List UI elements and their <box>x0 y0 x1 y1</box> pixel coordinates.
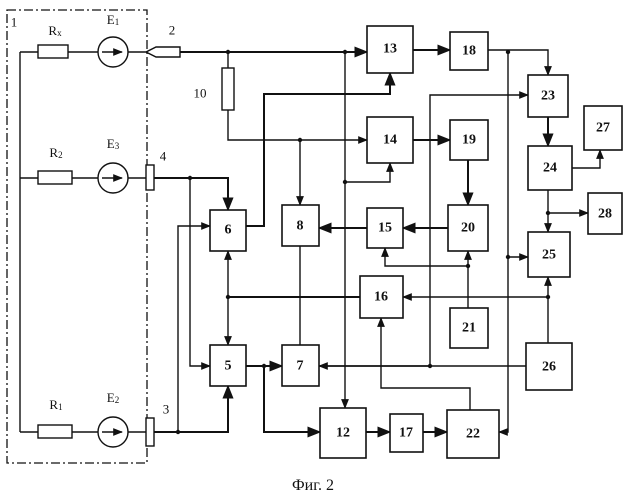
block-19: 19 <box>450 120 488 160</box>
wire-to-23 <box>300 95 528 366</box>
svg-text:6: 6 <box>225 223 232 238</box>
block-17: 17 <box>390 414 423 452</box>
wire-10-to-14 <box>228 110 367 140</box>
svg-text:7: 7 <box>297 359 304 374</box>
svg-text:15: 15 <box>378 221 392 236</box>
r1-label: R1 <box>49 397 62 413</box>
e3-label: E3 <box>107 136 120 152</box>
svg-text:16: 16 <box>374 290 388 305</box>
wire-24-to-27 <box>572 150 600 168</box>
wire-bus-to-14 <box>345 163 390 182</box>
r2-label: R2 <box>49 145 62 161</box>
label-1: 1 <box>11 15 18 30</box>
svg-text:14: 14 <box>383 133 397 148</box>
block-20: 20 <box>448 205 488 251</box>
resistor-rx <box>38 45 68 58</box>
block-15: 15 <box>367 208 403 248</box>
label-3: 3 <box>163 402 170 417</box>
block-27: 27 <box>584 106 622 150</box>
block-5: 5 <box>210 345 246 386</box>
block-16: 16 <box>360 276 403 318</box>
block-6: 6 <box>210 210 246 251</box>
svg-text:28: 28 <box>598 207 612 222</box>
wire-sensor3-to-6 <box>178 226 210 432</box>
block-13: 13 <box>367 26 413 73</box>
label-4: 4 <box>160 149 167 164</box>
svg-text:21: 21 <box>462 321 476 336</box>
svg-text:26: 26 <box>542 360 556 375</box>
svg-text:12: 12 <box>336 426 350 441</box>
svg-text:18: 18 <box>462 44 476 59</box>
svg-text:5: 5 <box>225 359 232 374</box>
block-12: 12 <box>320 408 366 458</box>
block-8: 8 <box>282 205 319 246</box>
svg-text:23: 23 <box>541 89 555 104</box>
resistor-r1 <box>38 425 72 438</box>
block-26: 26 <box>526 343 572 390</box>
block-7: 7 <box>282 345 319 386</box>
element-10 <box>222 68 234 110</box>
block-21: 21 <box>450 308 488 348</box>
block-22: 22 <box>447 410 499 458</box>
block-25: 25 <box>528 232 570 277</box>
wire-sensor4-to-5 <box>190 178 210 366</box>
label-2: 2 <box>169 23 176 38</box>
resistor-r2 <box>38 171 72 184</box>
block-23: 23 <box>528 75 568 117</box>
wire-sensor4-to-6 <box>154 178 228 210</box>
block-14: 14 <box>367 117 413 163</box>
e2-label: E2 <box>107 390 119 406</box>
svg-text:25: 25 <box>542 248 556 263</box>
sensor-4-element <box>146 165 154 190</box>
figure-caption: Фиг. 2 <box>292 477 334 494</box>
label-10: 10 <box>194 86 207 101</box>
wire-18-to-23 <box>488 50 548 75</box>
wire-to-22 <box>499 52 508 432</box>
sensor-3-element <box>146 418 154 446</box>
e1-label: E1 <box>107 12 119 28</box>
svg-text:13: 13 <box>383 42 397 57</box>
svg-text:20: 20 <box>461 221 475 236</box>
svg-text:22: 22 <box>466 427 480 442</box>
svg-text:17: 17 <box>399 426 413 441</box>
block-24: 24 <box>528 146 572 190</box>
rx-label: Rx <box>48 23 62 39</box>
svg-text:19: 19 <box>462 133 476 148</box>
svg-text:8: 8 <box>297 219 304 234</box>
svg-text:24: 24 <box>543 161 557 176</box>
svg-text:27: 27 <box>596 121 610 136</box>
block-28: 28 <box>588 193 622 234</box>
sensor-2-connector <box>128 47 180 57</box>
sensor-enclosure <box>7 10 147 463</box>
block-18: 18 <box>450 32 488 70</box>
